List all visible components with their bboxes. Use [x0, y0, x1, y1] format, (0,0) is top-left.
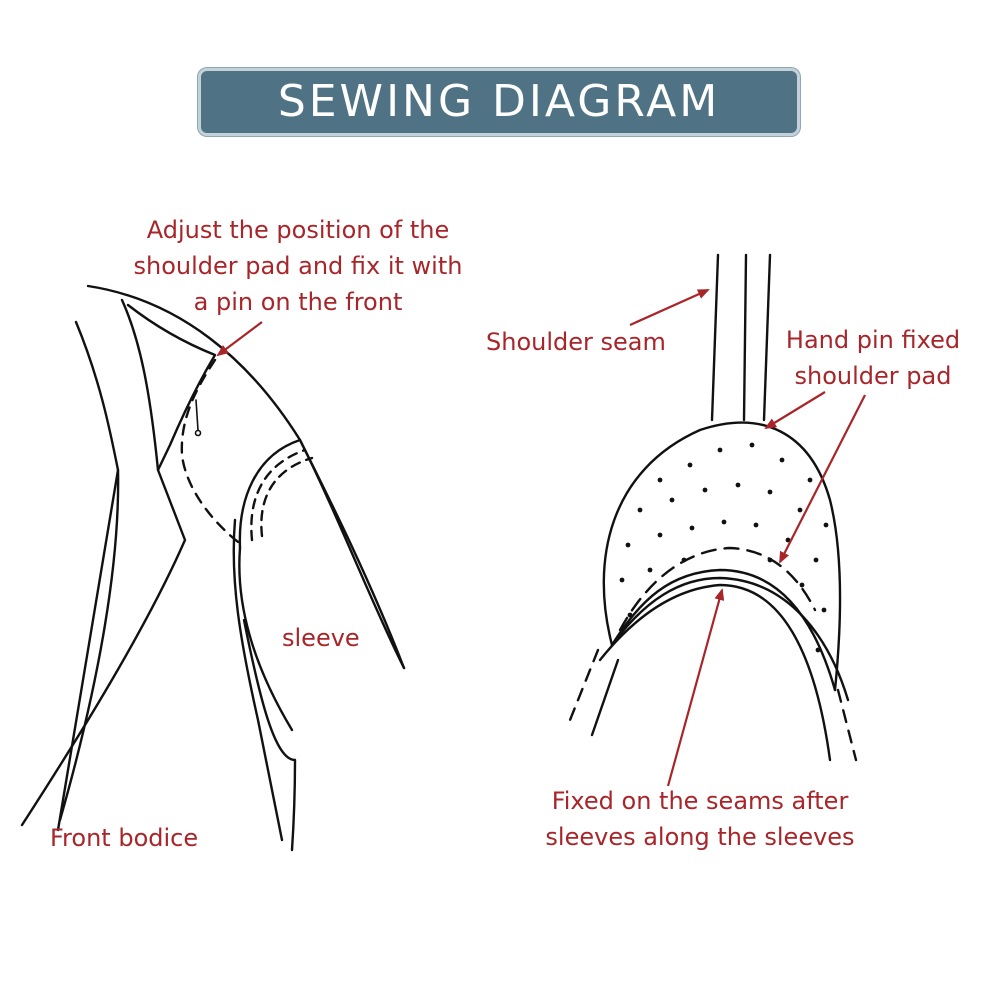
seams-line-2: sleeves along the sleeves: [545, 823, 855, 851]
pad-dot: [625, 542, 631, 548]
pad-dot: [619, 577, 625, 583]
pad-dot: [689, 525, 695, 531]
title-banner: SEWING DIAGRAM: [198, 68, 800, 136]
sleeve-inner-curve: [610, 576, 850, 702]
sleeve-label: sleeve: [282, 624, 360, 652]
arrow-adjust-pad: [216, 321, 263, 357]
pad-dot: [779, 457, 785, 463]
seams-line-1: Fixed on the seams after: [551, 787, 849, 815]
adjust-pad-line-2: shoulder pad and fix it with: [133, 252, 463, 280]
pad-dot: [627, 612, 633, 618]
shoulder-seam-label: Shoulder seam: [486, 328, 666, 356]
pad-dot: [721, 519, 727, 525]
shoulder-outline: [86, 284, 406, 670]
pad-dot: [821, 607, 827, 613]
pad-dot: [647, 567, 653, 573]
pad-dot: [681, 557, 687, 563]
sleeve-outer-curve: [598, 583, 832, 762]
seam-line-3: [762, 253, 772, 422]
lapel-line: [20, 298, 187, 827]
hand-pin-line-1: Hand pin fixed: [785, 326, 961, 354]
pad-dot: [657, 532, 663, 538]
pad-dot: [749, 442, 755, 448]
pad-dot: [669, 497, 675, 503]
hand-pin-line-2: shoulder pad: [794, 362, 952, 390]
pad-dot: [657, 477, 663, 483]
arrow-seams: [666, 588, 725, 787]
pad-dot: [797, 507, 803, 513]
adjust-pad-callout: Adjust the position of the shoulder pad …: [103, 212, 493, 320]
bodice-inner-line: [242, 618, 297, 852]
seam-line-1: [710, 253, 720, 422]
arrow-shoulder-seam: [629, 288, 710, 327]
sleeve-stitch-2: [260, 456, 314, 538]
pad-dot: [823, 522, 829, 528]
page-title: SEWING DIAGRAM: [277, 76, 721, 127]
pad-stitch-arc: [618, 546, 817, 632]
bodice-front-line: [56, 468, 120, 832]
seams-callout: Fixed on the seams after sleeves along t…: [520, 783, 880, 855]
sleeve-cap: [238, 438, 302, 550]
pin-mark: [195, 399, 199, 431]
seam-line-2: [742, 253, 748, 422]
pad-dot: [767, 489, 773, 495]
sleeve-left-edge: [238, 546, 294, 732]
arrow-hand-pin: [764, 391, 826, 430]
pad-dot: [717, 447, 723, 453]
sleeve-right-edge: [298, 438, 406, 670]
sleeve-left-dash: [566, 648, 600, 727]
sleeve-right-dash: [836, 688, 858, 762]
pad-dot: [767, 557, 773, 563]
pad-dot: [815, 647, 821, 653]
adjust-pad-line-3: a pin on the front: [193, 288, 403, 316]
pad-dot: [799, 582, 805, 588]
adjust-pad-line-1: Adjust the position of the: [146, 216, 450, 244]
sleeve-stitch-1: [250, 448, 307, 542]
hand-pin-callout: Hand pin fixed shoulder pad: [768, 322, 978, 394]
pad-dots: [619, 442, 829, 653]
shoulder-pad-dome: [602, 421, 842, 692]
jacket-shoulder-drawing: [20, 284, 406, 852]
pad-dot: [807, 477, 813, 483]
pad-dot: [687, 462, 693, 468]
inner-lapel: [58, 320, 120, 822]
pad-dot: [813, 557, 819, 563]
armhole-arc: [610, 568, 837, 692]
pad-dot: [735, 482, 741, 488]
shoulder-pad-outline: [180, 358, 244, 547]
pad-dot: [637, 507, 643, 513]
callout-arrows: [216, 288, 866, 787]
pad-dot: [753, 522, 759, 528]
front-bodice-label: Front bodice: [50, 824, 199, 852]
arrow-pad-stitch: [779, 394, 866, 564]
pin-head: [194, 429, 202, 437]
pad-dot: [785, 537, 791, 543]
pad-dot: [702, 487, 708, 493]
bodice-side-line: [232, 518, 284, 842]
collar-edge: [126, 303, 217, 472]
sleeve-left-line: [590, 658, 620, 737]
